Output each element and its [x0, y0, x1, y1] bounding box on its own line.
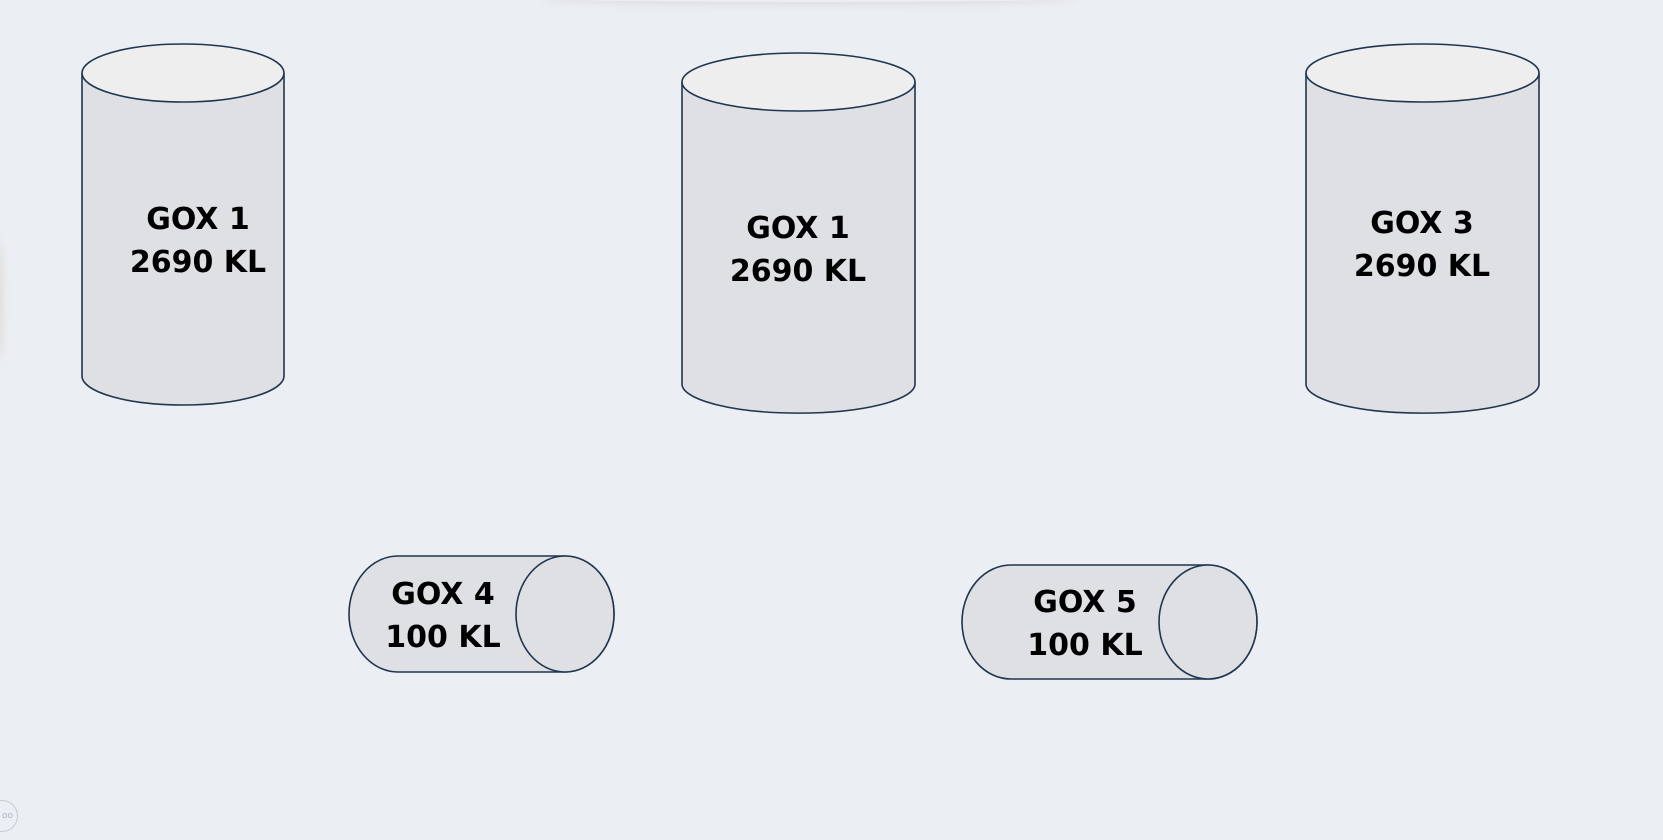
tank-body: [681, 82, 916, 414]
tank-end-cap: [1158, 564, 1258, 680]
tank-gox-1-center[interactable]: GOX 1 2690 KL: [681, 52, 916, 414]
tank-gox-4[interactable]: GOX 4 100 KL: [348, 555, 615, 673]
tank-end-cap: [515, 555, 615, 673]
tank-body: [81, 73, 285, 406]
tank-gox-1-left[interactable]: GOX 1 2690 KL: [81, 43, 285, 406]
tank-capacity-label: 2690 KL: [130, 245, 266, 280]
tank-body: [1305, 73, 1540, 414]
tank-top-cap: [1305, 43, 1540, 103]
tank-name-label: GOX 4: [391, 577, 495, 612]
tank-capacity-label: 100 KL: [385, 620, 500, 655]
tank-capacity-label: 2690 KL: [730, 254, 866, 289]
tank-name-label: GOX 1: [146, 202, 250, 237]
tank-name-label: GOX 3: [1370, 206, 1474, 241]
tank-top-cap: [81, 43, 285, 103]
more-options-icon: oo: [1, 811, 13, 821]
tank-capacity-label: 2690 KL: [1354, 249, 1490, 284]
tank-capacity-label: 100 KL: [1027, 628, 1142, 663]
tank-gox-5[interactable]: GOX 5 100 KL: [961, 564, 1258, 680]
tank-top-cap: [681, 52, 916, 112]
tank-gox-3[interactable]: GOX 3 2690 KL: [1305, 43, 1540, 414]
tank-name-label: GOX 1: [746, 211, 850, 246]
tank-name-label: GOX 5: [1033, 585, 1137, 620]
